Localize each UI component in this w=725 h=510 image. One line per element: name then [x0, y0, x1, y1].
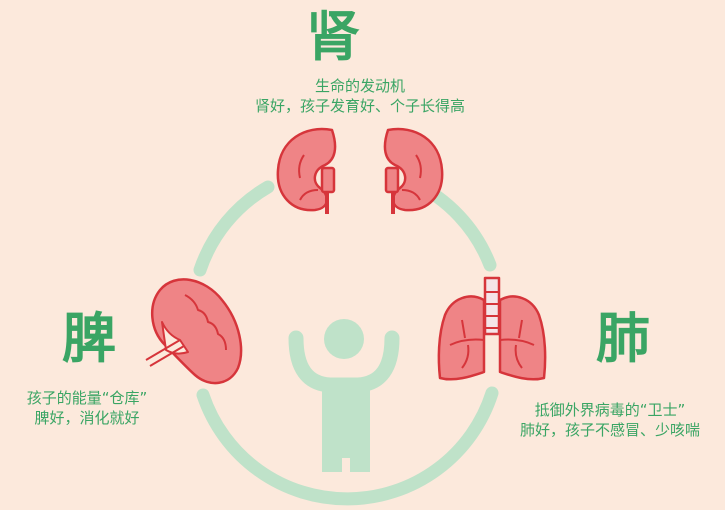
kidney-desc-line1: 生命的发动机	[314, 77, 405, 95]
spleen-desc-line2: 脾好，消化就好	[34, 409, 140, 427]
spleen-icon	[145, 278, 243, 385]
child-figure-icon	[288, 319, 400, 472]
kidney-desc-line2: 肾好，孩子发育好、个子长得高	[254, 97, 465, 115]
lung-desc-line1: 抵御外界病毒的“卫士”	[534, 401, 686, 419]
kidney-title: 肾	[306, 5, 360, 68]
lungs-icon	[437, 276, 547, 381]
lung-desc-line2: 肺好，孩子不感冒、少咳喘	[519, 421, 700, 439]
spleen-desc-line1: 孩子的能量“仓库”	[26, 389, 148, 407]
spleen-title: 脾	[62, 307, 116, 370]
lung-title: 肺	[596, 307, 650, 370]
kidney-icon	[276, 127, 444, 214]
